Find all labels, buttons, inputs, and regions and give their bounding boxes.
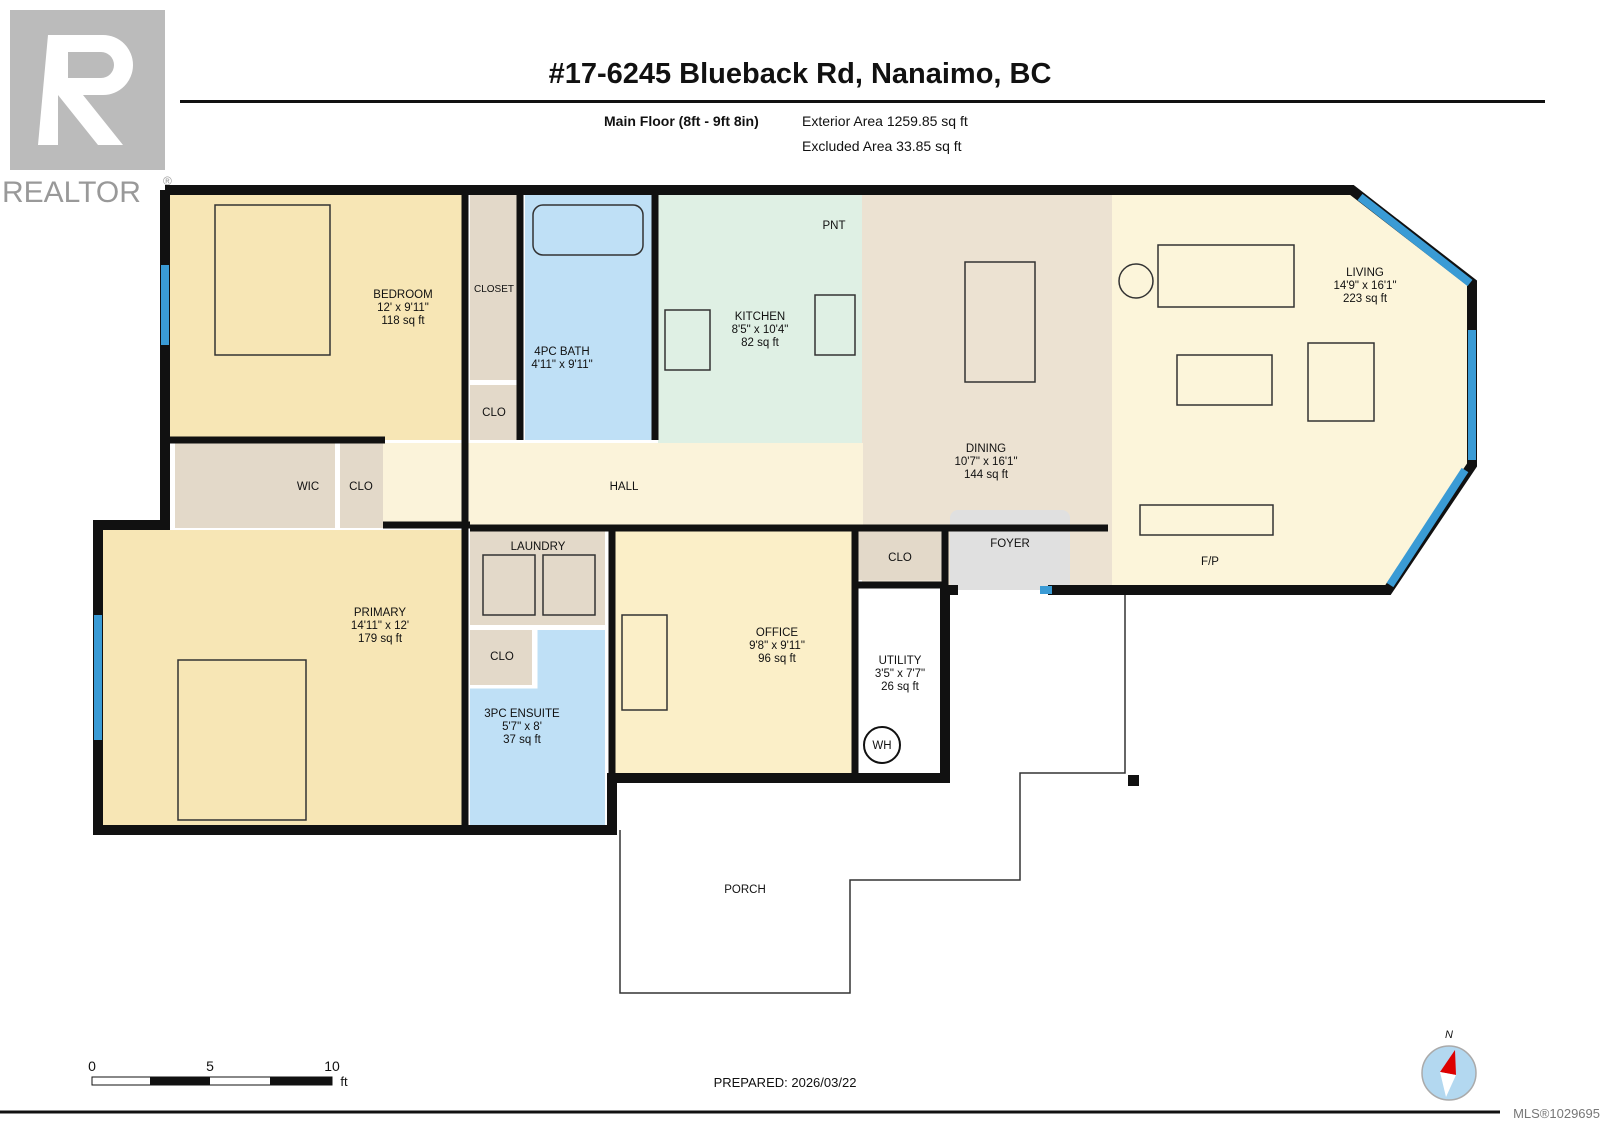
bath-name: 4PC BATH [534,346,589,358]
scale-bar: 0 5 10 ft [88,1058,348,1089]
prepared-date: PREPARED: 2026/03/22 [714,1075,857,1090]
porch-name: PORCH [724,884,766,896]
living-dims: 14'9" x 16'1" [1333,280,1396,292]
fireplace-name: F/P [1201,556,1219,568]
registered-mark: ® [163,174,172,188]
realtor-logo-text: REALTOR [2,176,141,209]
room-bedroom [170,195,465,440]
bedroom-dims: 12' x 9'11" [377,302,429,314]
ensuite-name: 3PC ENSUITE [484,708,560,720]
room-clo2 [340,443,383,528]
clo4-name: CLO [888,552,912,564]
windows [94,193,1476,740]
closet-name: CLOSET [474,284,514,295]
realtor-logo: REALTOR ® [0,0,185,210]
dining-area: 144 sq ft [964,469,1009,481]
water-heater-icon [863,726,901,764]
utility-dims: 3'5" x 7'7" [875,668,925,680]
ensuite-area: 37 sq ft [503,734,542,746]
floor-name: Main Floor (8ft - 9ft 8in) [604,113,759,129]
furniture [177,204,1375,821]
realtor-logo-mark: REALTOR ® [2,10,172,209]
dining-dims: 10'7" x 16'1" [954,456,1017,468]
living-name: LIVING [1346,267,1384,279]
room-foyer [950,510,1070,590]
room-living [1112,195,1475,585]
primary-area: 179 sq ft [358,633,403,645]
scale-tick-5: 5 [206,1058,214,1074]
living-area: 223 sq ft [1343,293,1388,305]
room-wic [175,443,335,528]
bedroom-name: BEDROOM [373,289,432,301]
kitchen-name: KITCHEN [735,311,785,323]
office-area: 96 sq ft [758,653,797,665]
pantry-name: PNT [823,220,846,232]
scale-tick-0: 0 [88,1058,96,1074]
bath-dims: 4'11" x 9'11" [531,359,592,371]
primary-name: PRIMARY [354,607,407,619]
laundry-name: LAUNDRY [511,541,566,553]
office-dims: 9'8" x 9'11" [749,640,805,652]
room-clo1 [470,385,520,440]
room-bath [525,195,655,440]
kitchen-dims: 8'5" x 10'4" [732,324,789,336]
clo1-name: CLO [482,407,506,419]
room-primary [100,530,465,825]
scale-tick-10: 10 [324,1058,340,1074]
room-kitchen [658,195,863,445]
kitchen-area: 82 sq ft [741,337,780,349]
post-marker [1128,775,1139,786]
utility-name: UTILITY [879,655,922,667]
title-rule [180,100,1545,103]
hall-name: HALL [610,481,639,493]
dining-name: DINING [966,443,1006,455]
porch-outline [619,595,1126,994]
utility-area: 26 sq ft [881,681,920,693]
clo2-name: CLO [349,481,373,493]
scale-unit: ft [340,1074,348,1089]
room-office [612,530,855,775]
office-name: OFFICE [756,627,798,639]
clo3-name: CLO [490,651,514,663]
compass-north-label: N [1445,1029,1453,1041]
room-closet [470,195,520,380]
room-clo4 [858,530,945,580]
water-heater-label: WH [872,740,891,752]
bedroom-area: 118 sq ft [381,315,425,327]
page-title: #17-6245 Blueback Rd, Nanaimo, BC [548,58,1052,90]
wic-name: WIC [297,481,319,493]
room-laundry [470,530,605,625]
room-clo3 [470,630,532,685]
exterior-area: Exterior Area 1259.85 sq ft [802,113,968,129]
ensuite-dims: 5'7" x 8' [502,721,542,733]
primary-dims: 14'11" x 12' [351,620,409,632]
room-labels: BEDROOM 12' x 9'11" 118 sq ft CLOSET CLO… [297,220,1397,896]
excluded-area: Excluded Area 33.85 sq ft [802,138,962,154]
mls-number: MLS®1029695 [1513,1106,1600,1121]
compass-icon: N [1421,1029,1477,1101]
foyer-name: FOYER [990,538,1030,550]
